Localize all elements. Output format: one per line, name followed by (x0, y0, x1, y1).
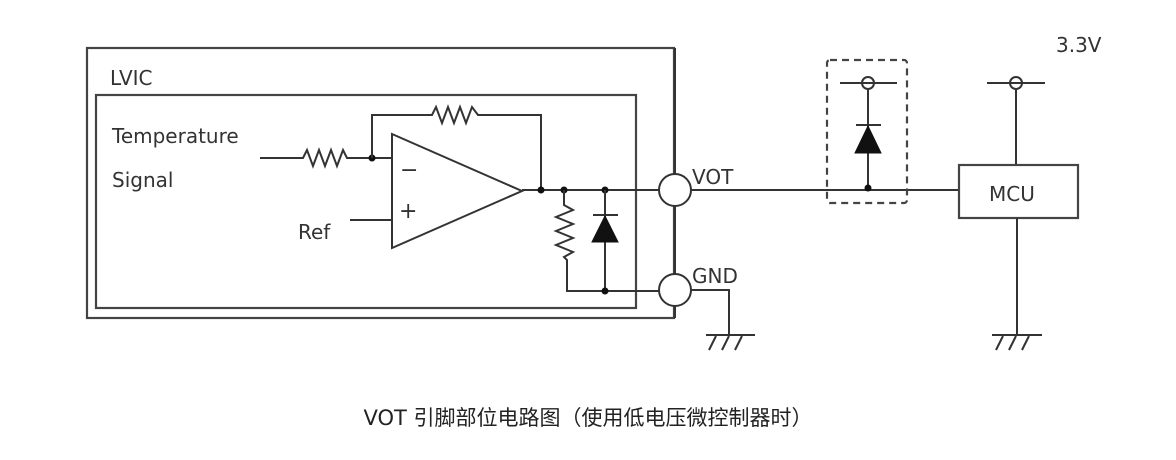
ground-icon (992, 334, 1042, 351)
pulldown-resistor (553, 190, 659, 292)
vot-label: VOT (692, 165, 734, 189)
external-clamp-diode (854, 89, 882, 190)
supply-icon (987, 76, 1045, 90)
internal-clamp-diode (591, 190, 619, 291)
lvic-outer-box (85, 46, 676, 320)
mcu-block (957, 163, 1080, 220)
feedback-resistor (371, 104, 542, 191)
junction-dot (601, 287, 609, 295)
plus-sign: + (399, 199, 417, 224)
junction-dot (864, 184, 872, 192)
diagram-caption: VOT 引脚部位电路图（使用低电压微控制器时） (363, 406, 813, 430)
vot-pin (658, 173, 692, 207)
supply-icon (840, 76, 897, 90)
minus-sign: − (400, 158, 418, 183)
gnd-wire (691, 289, 730, 335)
mcu-label: MCU (989, 182, 1035, 206)
signal-label: Signal (112, 168, 173, 192)
lvic-inner-box (94, 93, 638, 310)
ref-label: Ref (298, 220, 331, 244)
junction-dot (537, 186, 545, 194)
temperature-label: Temperature (111, 124, 239, 148)
input-resistor (260, 147, 392, 169)
gnd-pin (658, 273, 692, 307)
lvic-label: LVIC (110, 66, 153, 90)
external-clamp-dashed-box (825, 58, 909, 205)
op-amp (391, 132, 525, 250)
supply-voltage-label: 3.3V (1056, 33, 1102, 57)
gnd-label: GND (692, 264, 738, 288)
ground-icon (706, 334, 755, 351)
